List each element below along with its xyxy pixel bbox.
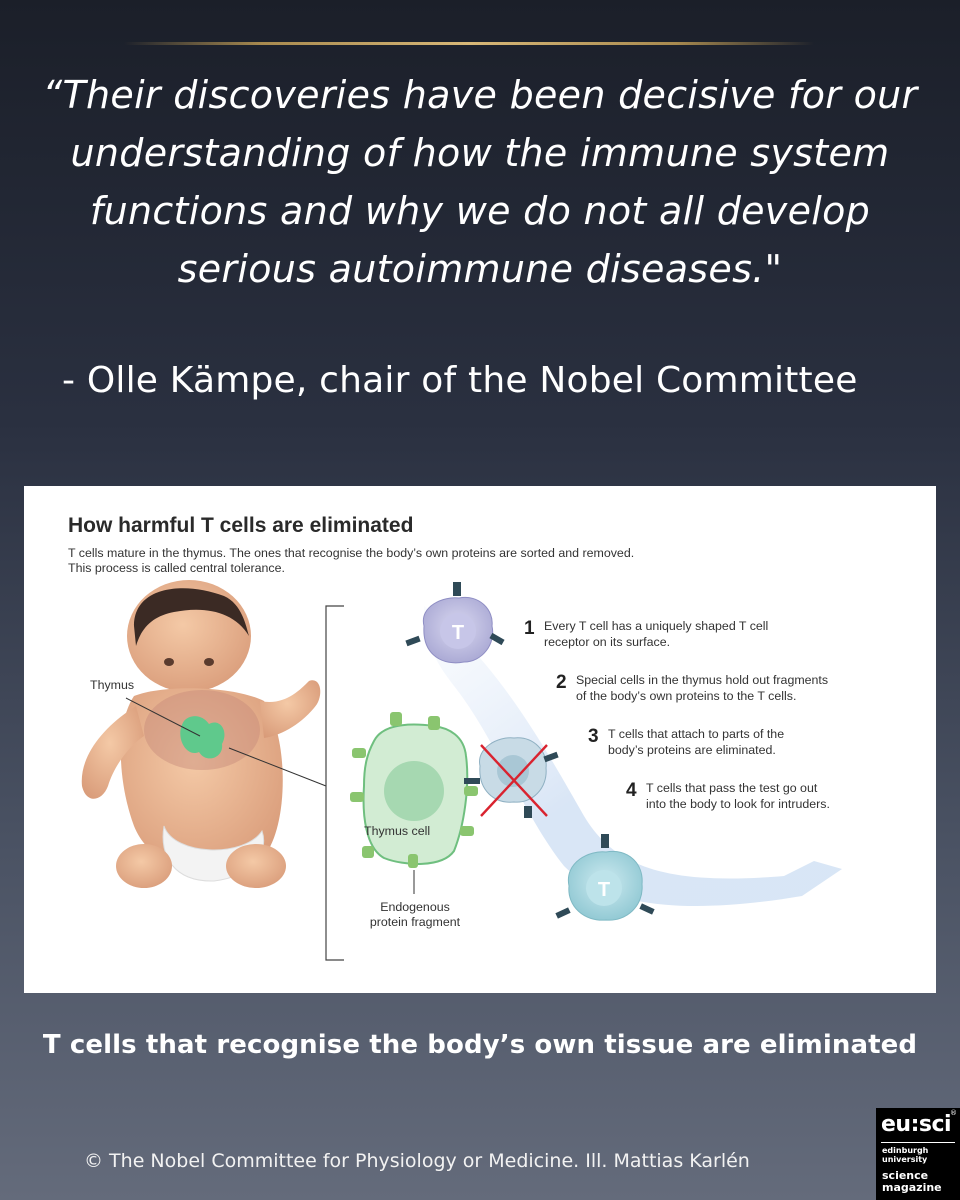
step-4: 4 T cells that pass the test go out into… <box>626 780 926 816</box>
quote-line: “Their discoveries have been decisive fo… <box>42 73 918 117</box>
figure-subtitle-line: T cells mature in the thymus. The ones t… <box>68 546 635 560</box>
logo-rule <box>881 1142 955 1143</box>
fragment-label: Endogenous protein fragment <box>369 900 461 929</box>
step-number: 4 <box>626 780 637 801</box>
illustration-card: T T How harmful T cells are eliminated <box>24 486 936 993</box>
illustration-artwork: T T <box>81 580 842 961</box>
thymus-label: Thymus <box>90 678 135 692</box>
logo-magazine: science magazine <box>882 1169 942 1194</box>
step-3: 3 T cells that attach to parts of the bo… <box>588 726 888 762</box>
figure-subtitle-line: This process is called central tolerance… <box>68 561 285 575</box>
t-cell-eliminated <box>464 737 559 818</box>
thymus-cell-label: Thymus cell <box>364 824 431 838</box>
t-cell-letter: T <box>452 622 464 644</box>
zoom-bracket <box>325 605 344 961</box>
step-1: 1 Every T cell has a uniquely shaped T c… <box>524 618 824 654</box>
image-credit: © The Nobel Committee for Physiology or … <box>84 1150 750 1172</box>
gold-divider <box>124 42 814 45</box>
quote-attribution: - Olle Kämpe, chair of the Nobel Committ… <box>62 360 858 401</box>
step-number: 1 <box>524 618 535 639</box>
step-number: 3 <box>588 726 599 747</box>
t-cell-letter: T <box>598 879 610 901</box>
quote-line: functions and why we do not all develop <box>89 189 871 233</box>
quote-line: understanding of how the immune system <box>70 131 890 175</box>
t-cell-purple: T <box>405 582 505 664</box>
t-cell-teal: T <box>555 834 655 921</box>
step-number: 2 <box>556 672 567 693</box>
logo-brand: eu:sci <box>881 1112 952 1137</box>
step-text: Special cells in the thymus hold out fra… <box>576 673 829 703</box>
thymus-cell <box>350 712 478 894</box>
quote-block: “Their discoveries have been decisive fo… <box>20 66 940 298</box>
step-text: T cells that attach to parts of the body… <box>608 727 785 757</box>
step-text: Every T cell has a uniquely shaped T cel… <box>544 619 769 649</box>
figure-title: How harmful T cells are eliminated <box>68 514 414 537</box>
baby-illustration <box>81 580 327 888</box>
eusci-logo: eu:sci ® edinburgh university science ma… <box>876 1108 960 1200</box>
step-2: 2 Special cells in the thymus hold out f… <box>556 672 896 708</box>
logo-registered-mark: ® <box>950 1109 957 1117</box>
step-text: T cells that pass the test go out into t… <box>646 781 830 811</box>
logo-university: edinburgh university <box>882 1146 929 1164</box>
figure-subtitle: T cells mature in the thymus. The ones t… <box>68 546 788 576</box>
quote-line: serious autoimmune diseases." <box>177 247 783 291</box>
figure-caption: T cells that recognise the body’s own ti… <box>42 1030 918 1060</box>
